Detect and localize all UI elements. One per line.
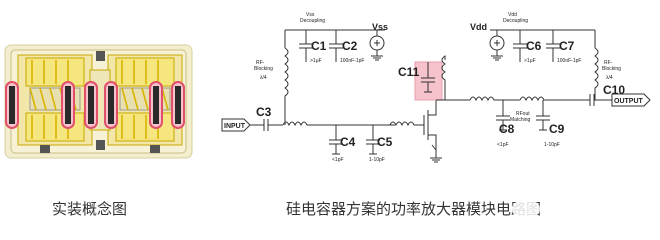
vss-rail	[284, 29, 385, 48]
right-caption: 硅电容器方案的功率放大器模块电路图	[286, 200, 542, 218]
c4-label: C4	[340, 135, 356, 149]
c10-label: C10	[603, 83, 625, 97]
si-capacitor-4-core	[108, 86, 114, 124]
vss-source-sign	[374, 40, 380, 46]
wire-bond	[141, 87, 149, 111]
output-inductor-1	[469, 96, 520, 102]
rf-blocking-right-line2: Blocking	[602, 66, 621, 72]
si-capacitor-1-core	[9, 86, 15, 124]
vdd-label: Vdd	[470, 22, 487, 32]
c6-label: C6	[526, 39, 542, 53]
c9-label: C9	[549, 122, 565, 136]
rf-blocking-inductor-left	[284, 47, 289, 125]
rfout-matching-line1: RFout	[516, 111, 530, 117]
c2-symbol	[329, 30, 343, 62]
c11-label: C11	[398, 65, 420, 79]
output-inductor-2	[519, 96, 578, 102]
vdd-source-sign	[494, 40, 500, 46]
right-die-top-pad	[115, 57, 175, 87]
wire-bond	[49, 87, 57, 111]
c3-label: C3	[256, 105, 272, 119]
package-concept-drawing	[4, 44, 193, 159]
silicon-capacitors	[5, 81, 185, 129]
c5-symbol	[366, 125, 380, 155]
rfout-matching-line2: Matching	[510, 117, 531, 123]
c1-label: C1	[311, 39, 327, 53]
si-capacitor-2-core	[65, 86, 71, 124]
c5-value: 1-10pF	[369, 157, 385, 163]
overlay-badge	[512, 201, 540, 217]
right-die-bottom-pad	[115, 112, 175, 142]
wire-bond	[29, 87, 37, 111]
input-label: INPUT	[224, 123, 246, 130]
top-terminal	[96, 51, 105, 61]
figure-canvas: INPUT OUTPUT Vss Decoupling Vss Vdd Deco…	[4, 12, 651, 163]
c2-value: 100nF-1pF	[340, 58, 364, 64]
pa-module-schematic	[248, 29, 612, 163]
rf-blocking-left-line1: RF-	[256, 60, 265, 66]
c4-symbol	[329, 125, 343, 155]
left-die-bottom-pad	[25, 112, 85, 142]
c10-symbol	[578, 94, 612, 106]
c2-label: C2	[342, 39, 358, 53]
c1-symbol	[299, 30, 313, 62]
output-terminal	[611, 93, 651, 107]
output-label: OUTPUT	[614, 98, 644, 105]
bottom-terminal	[96, 140, 105, 150]
c6-symbol	[513, 30, 527, 62]
c3-symbol	[248, 119, 283, 131]
gate-inductor	[389, 121, 424, 127]
vss-decoupling-line2: Decoupling	[300, 18, 325, 24]
vss-decoupling-line1: Vss	[306, 12, 315, 18]
left-caption: 实装概念图	[52, 200, 128, 218]
c1-value: >1μF	[310, 58, 322, 64]
rf-blocking-right-line1: RF-	[604, 60, 613, 66]
rf-blocking-left-line3: λ/4	[260, 75, 267, 81]
vss-label: Vss	[372, 22, 388, 32]
bottom-left-terminal	[40, 145, 50, 153]
drain-inductor	[441, 55, 446, 100]
si-capacitor-5-core	[153, 86, 159, 124]
transistor-ground	[430, 150, 442, 163]
c6-value: >1μF	[524, 58, 536, 64]
input-terminal	[221, 118, 251, 132]
c7-symbol	[546, 30, 560, 62]
vdd-rail	[490, 29, 596, 48]
vdd-decoupling-line1: Vdd	[508, 12, 517, 18]
c7-label: C7	[559, 39, 575, 53]
vdd-ground	[491, 50, 503, 61]
wire-bond	[39, 87, 47, 111]
rf-blocking-inductor-right	[594, 47, 599, 100]
vss-ground	[371, 50, 383, 61]
wire-bond	[121, 87, 129, 111]
vdd-decoupling-line2: Decoupling	[503, 18, 528, 24]
bottom-right-terminal	[150, 145, 160, 153]
left-die-top-pad	[25, 57, 85, 87]
c11-symbol	[421, 62, 435, 93]
c7-value: 100nF-1pF	[557, 58, 581, 64]
si-capacitor-3-core	[88, 86, 94, 124]
figure: INPUT OUTPUT Vss Decoupling Vss Vdd Deco…	[4, 12, 651, 218]
c4-value: <1pF	[332, 157, 344, 163]
c9-symbol	[536, 100, 550, 131]
si-capacitor-6-core	[175, 86, 181, 124]
input-inductor	[282, 121, 317, 127]
c8-label: C8	[499, 122, 515, 136]
c8-symbol	[496, 100, 510, 131]
wire-bond	[131, 87, 139, 111]
transistor-symbol	[423, 100, 437, 151]
c5-label: C5	[377, 135, 393, 149]
io-terminals	[221, 93, 651, 132]
rf-blocking-left-line2: Blocking	[254, 66, 273, 72]
c9-value: 1-10pF	[544, 142, 560, 148]
schematic-labels: INPUT OUTPUT Vss Decoupling Vss Vdd Deco…	[224, 12, 644, 163]
rf-blocking-right-line3: λ/4	[606, 75, 613, 81]
c8-value: <1pF	[497, 142, 509, 148]
